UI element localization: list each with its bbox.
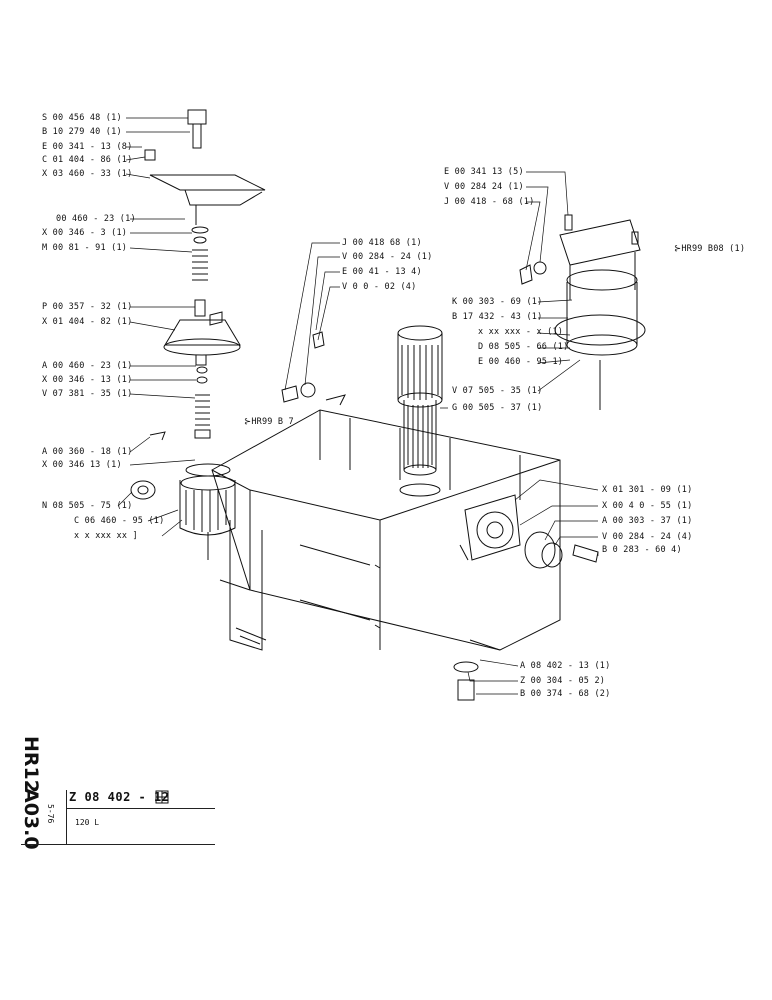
- part-label: V 00 284 - 24 (1): [342, 252, 433, 262]
- part-label: K 00 303 - 69 (1): [452, 297, 543, 307]
- part-label: X 00 346 13 (1): [42, 460, 122, 470]
- part-label: X 00 4 0 - 55 (1): [602, 501, 693, 511]
- part-label: B 10 279 40 (1): [42, 127, 122, 137]
- part-label: D 08 505 - 66 (1): [478, 342, 569, 352]
- part-label: B 0 283 - 60 4): [602, 545, 682, 555]
- part-label: V 00 284 - 24 (4): [602, 532, 693, 542]
- divider: [21, 844, 215, 845]
- drawing-code: HR12 A03.0: [20, 736, 60, 850]
- part-label: X 00 346 - 3 (1): [42, 228, 128, 238]
- part-label: Z 00 304 - 05 2): [520, 676, 606, 686]
- middle-filter-element: [397, 325, 443, 497]
- sheet-code: Z 08 402 - 12: [69, 790, 170, 804]
- part-label: M 00 81 - 91 (1): [42, 243, 128, 253]
- part-label: P 00 357 - 32 (1): [42, 302, 133, 312]
- pump-cover-assembly: [453, 494, 599, 701]
- part-label: B 17 432 - 43 (1): [452, 312, 543, 322]
- part-label: C 01 404 - 86 (1): [42, 155, 133, 165]
- part-label: E 00 41 - 13 4): [342, 267, 422, 277]
- title-block: Z 08 402 - 12 120 L 5-76: [21, 790, 215, 845]
- reference-label: ⊱HR99 B 7: [244, 417, 294, 427]
- divider: [67, 808, 215, 809]
- mounting-frame: [211, 409, 561, 651]
- sheet-marker-icon: [155, 790, 169, 804]
- part-label: E 00 341 - 13 (8): [42, 142, 133, 152]
- sheet-subtitle: 120 L: [75, 818, 100, 827]
- left-filter-assembly: [130, 109, 266, 560]
- part-label: A 00 303 - 37 (1): [602, 516, 693, 526]
- part-label: J 00 418 68 (1): [342, 238, 422, 248]
- part-label: S 00 456 48 (1): [42, 113, 122, 123]
- hose-fittings: [281, 331, 346, 406]
- reference-label: ⊱HR99 B08 (1): [674, 244, 746, 254]
- drawing-code-line1: HR12: [20, 736, 42, 793]
- sheet-date: 5-76: [46, 804, 55, 824]
- part-label: A 00 460 - 23 (1): [42, 361, 133, 371]
- part-label: V 07 505 - 35 (1): [452, 386, 543, 396]
- part-label: V 0 0 - 02 (4): [342, 282, 417, 292]
- part-label: A 00 360 - 18 (1): [42, 447, 133, 457]
- part-label: E 00 341 13 (5): [444, 167, 524, 177]
- part-label: C 06 460 - 95 (1): [74, 516, 165, 526]
- drawing-code-line2: A03.0: [20, 788, 42, 850]
- right-filter-assembly: [519, 214, 646, 410]
- part-label: J 00 418 - 68 (1): [444, 197, 535, 207]
- part-label: V 07 381 - 35 (1): [42, 389, 133, 399]
- part-label: G 00 505 - 37 (1): [452, 403, 543, 413]
- part-label: x xx xxx - x (1): [478, 327, 564, 337]
- part-label: X 00 346 - 13 (1): [42, 375, 133, 385]
- part-label: V 00 284 24 (1): [444, 182, 524, 192]
- part-label: B 00 374 - 68 (2): [520, 689, 611, 699]
- part-label: X 01 301 - 09 (1): [602, 485, 693, 495]
- leader-lines: [117, 117, 599, 695]
- part-label: N 08 505 - 75 (1): [42, 501, 133, 511]
- part-label: A 08 402 - 13 (1): [520, 661, 611, 671]
- part-label: X 01 404 - 82 (1): [42, 317, 133, 327]
- part-label: 00 460 - 23 (1): [56, 214, 136, 224]
- part-label: x x xxx xx ]: [74, 531, 138, 541]
- part-label: E 00 460 - 95 1): [478, 357, 564, 367]
- part-label: X 03 460 - 33 (1): [42, 169, 133, 179]
